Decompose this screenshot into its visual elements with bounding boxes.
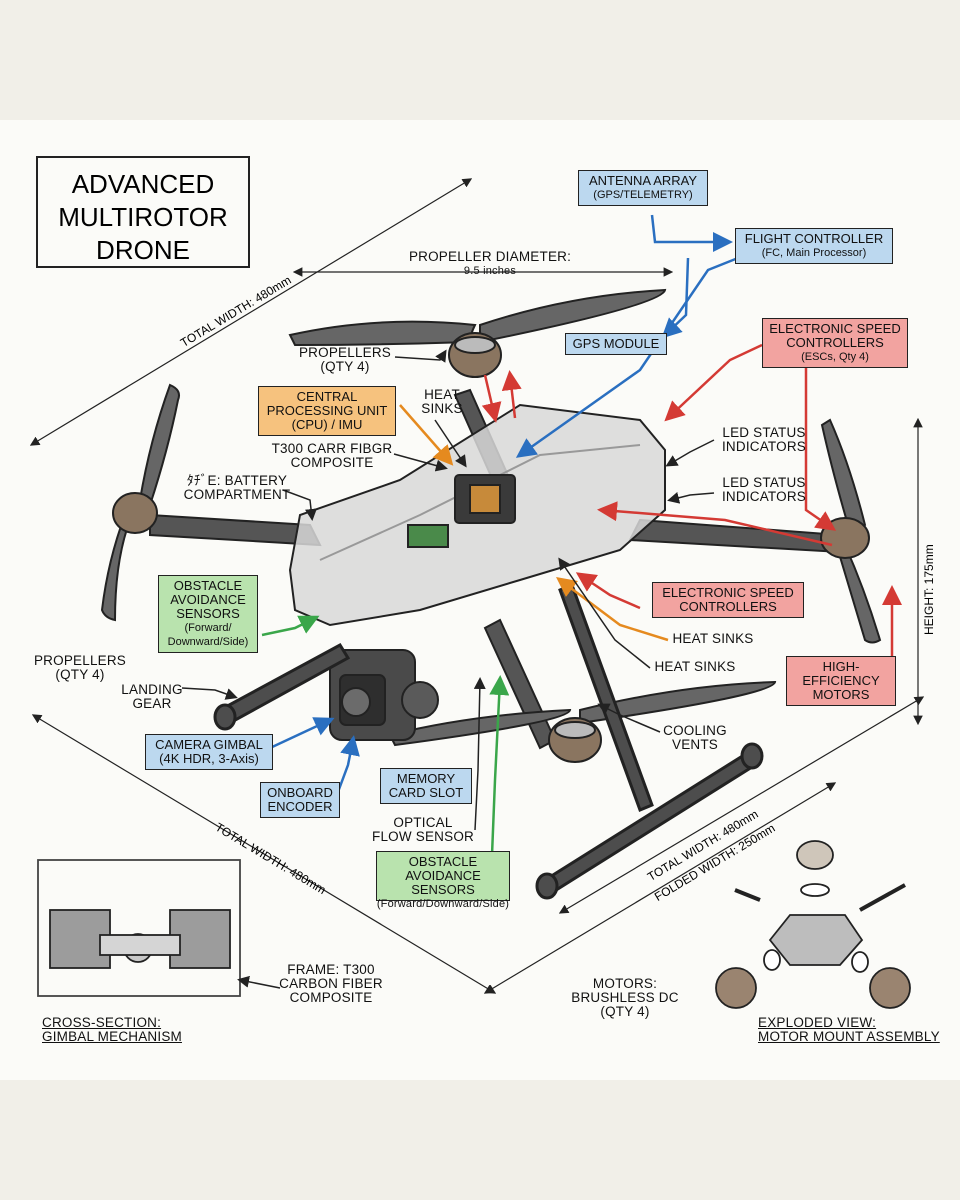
camera-gimbal: [329, 649, 439, 741]
obstacle-sensors-bottom-label: OBSTACLE AVOIDANCE SENSORS: [376, 851, 510, 901]
obstacle-sensors-bottom-sub-label: (Forward/Downward/Side): [376, 898, 510, 910]
drone-body: [288, 403, 666, 627]
led-status-label-2: LED STATUS INDICATORS: [721, 475, 806, 504]
obstacle-sensors-left-label: OBSTACLE AVOIDANCE SENSORS (Forward/ Dow…: [158, 575, 258, 653]
heat-sinks-mid-label-1: HEAT SINKS: [672, 631, 754, 646]
esc-mid-label: ELECTRONIC SPEED CONTROLLERS: [652, 582, 804, 618]
flight-controller-label: FLIGHT CONTROLLER (FC, Main Processor): [735, 228, 893, 264]
callout-arrows: [261, 214, 902, 856]
gps-module-label: GPS MODULE: [565, 333, 667, 355]
motors-bldc-label: MOTORS: BRUSHLESS DC (QTY 4): [571, 976, 679, 1019]
cross-section-caption: CROSS-SECTION: GIMBAL MECHANISM: [42, 1015, 182, 1044]
antenna-array-label: ANTENNA ARRAY (GPS/TELEMETRY): [578, 170, 708, 206]
diagram-sheet: ADVANCED MULTIROTOR DRONE ANTENNA ARRAY …: [0, 120, 960, 1080]
cpu-label: CENTRAL PROCESSING UNIT (CPU) / IMU: [258, 386, 396, 436]
leader-lines: [181, 349, 715, 989]
esc-top-label: ELECTRONIC SPEED CONTROLLERS (ESCs, Qty …: [762, 318, 908, 368]
t300-composite-label: T300 CARR FIBGR COMPOSITE: [271, 441, 393, 470]
propeller-diameter-label: PROPELLER DIAMETER: 9.5 inches: [408, 249, 572, 278]
frame-material-label: FRAME: T300 CARBON FIBER COMPOSITE: [279, 962, 383, 1005]
onboard-encoder-label: ONBOARD ENCODER: [260, 782, 340, 818]
high-efficiency-motors-label: HIGH- EFFICIENCY MOTORS: [786, 656, 896, 706]
propellers-left-label: PROPELLERS (QTY 4): [33, 653, 127, 682]
landing-gear-label: LANDING GEAR: [121, 682, 183, 711]
diagram-title: ADVANCED MULTIROTOR DRONE: [36, 156, 250, 268]
heat-sinks-top-label: HEAT SINKS: [421, 387, 463, 416]
motors: [112, 332, 870, 763]
heat-sinks-mid-label-2: HEAT SINKS: [654, 659, 736, 674]
optical-flow-sensor-label: OPTICAL FLOW SENSOR: [372, 815, 474, 844]
battery-compartment-label: ﾀﾁﾞE: BATTERY COMPARTMENT: [183, 473, 291, 502]
exploded-view-caption: EXPLODED VIEW: MOTOR MOUNT ASSEMBLY: [758, 1015, 940, 1044]
camera-gimbal-label: CAMERA GIMBAL (4K HDR, 3-Axis): [145, 734, 273, 770]
memory-card-slot-label: MEMORY CARD SLOT: [380, 768, 472, 804]
propellers-top-label: PROPELLERS (QTY 4): [298, 345, 392, 374]
led-status-label-1: LED STATUS INDICATORS: [721, 425, 806, 454]
gimbal-cross-section: [37, 859, 241, 997]
landing-gear: [213, 583, 764, 900]
dimension-lines: [29, 178, 925, 994]
drone-illustration: [29, 178, 925, 1009]
motor-mount-exploded: [715, 840, 911, 1009]
cooling-vents-label: COOLING VENTS: [663, 723, 727, 752]
height-dimension: HEIGHT: 175mm: [922, 544, 936, 635]
